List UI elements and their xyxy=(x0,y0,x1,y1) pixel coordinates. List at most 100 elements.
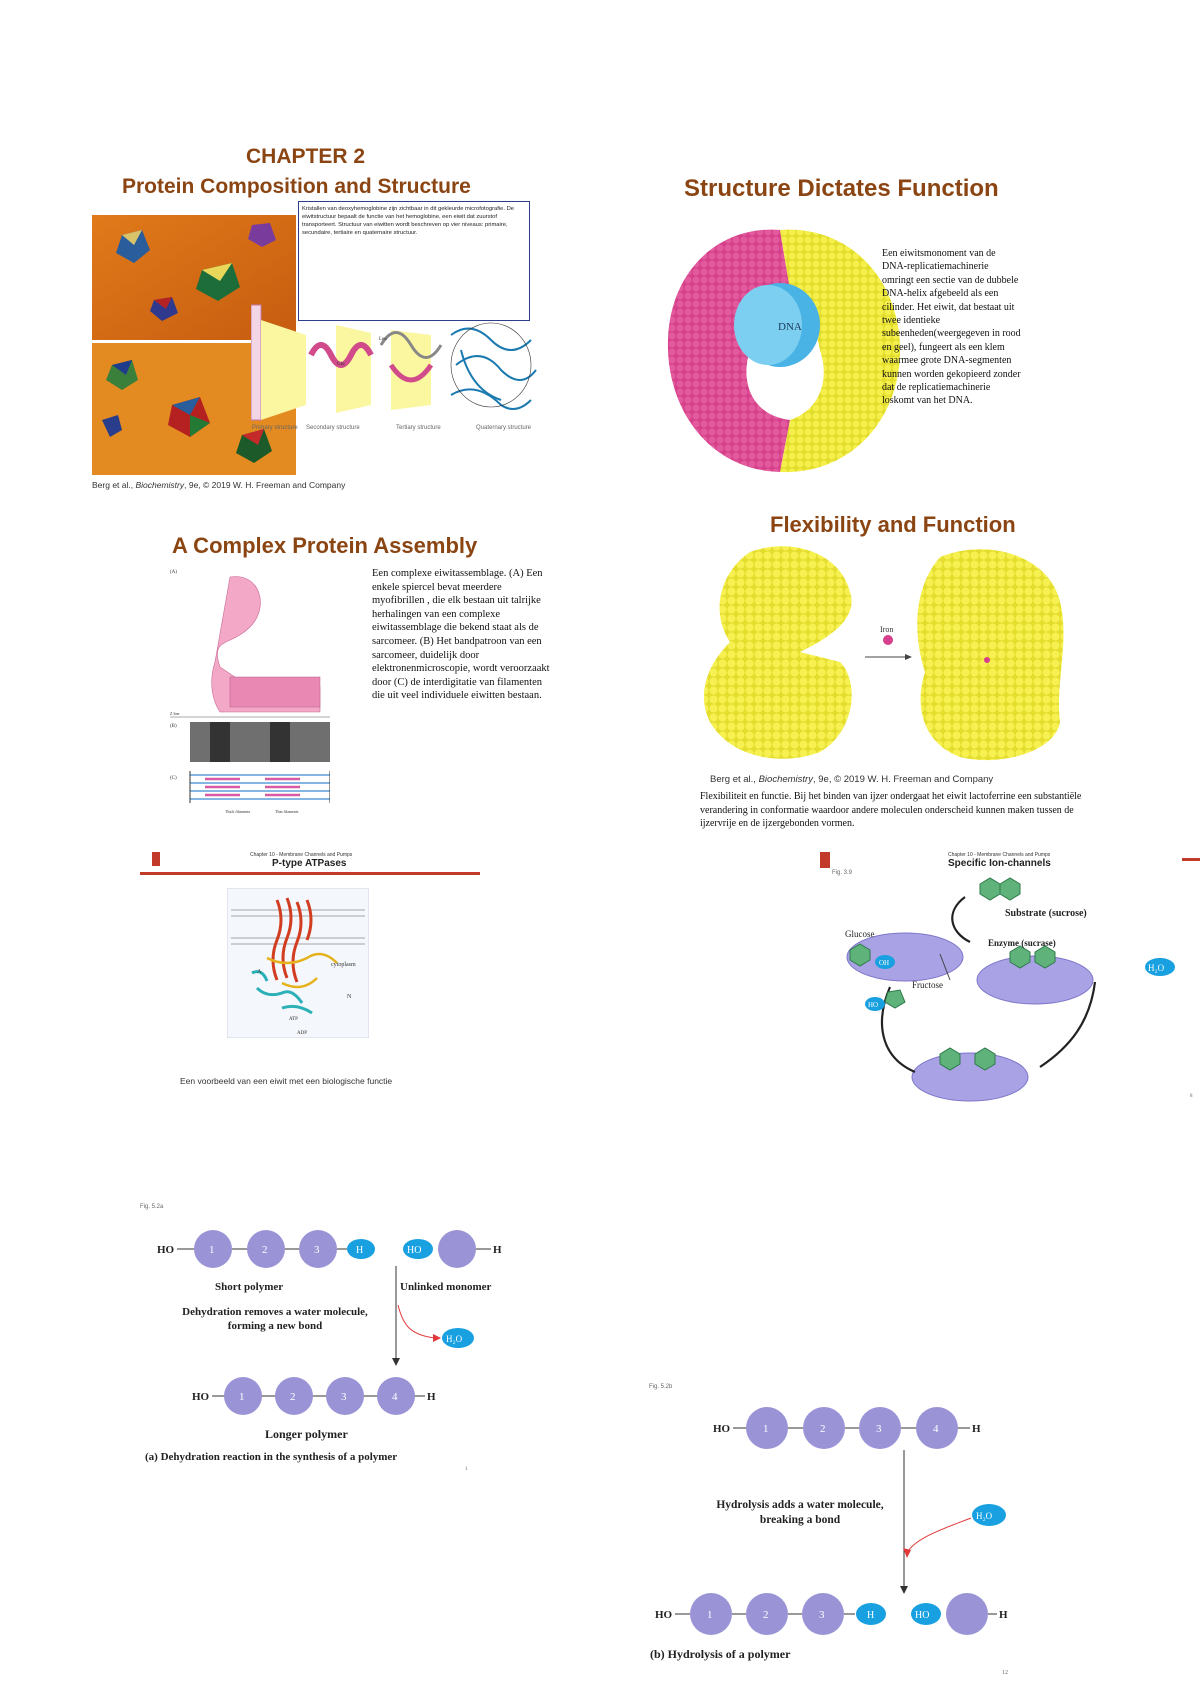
label-primary: Primary structure xyxy=(252,425,298,431)
lm3: 3 xyxy=(876,1423,882,1435)
h-long: H xyxy=(427,1391,436,1403)
slide-specific-ion-channels: Chapter 10 - Membrane Channels and Pumps… xyxy=(820,852,1200,1122)
ho-unlinked: HO xyxy=(407,1245,421,1256)
description-text: Een complexe eiwitassemblage. (A) Een en… xyxy=(372,568,550,702)
slide-title: Specific Ion-channels xyxy=(948,858,1051,869)
panel-c: (C) xyxy=(170,776,177,781)
lm1: 1 xyxy=(239,1391,245,1403)
dna-label: DNA xyxy=(778,321,802,333)
h-short: H xyxy=(356,1245,363,1256)
slide-p-type-atpases: Chapter 10 - Membrane Channels and Pumps… xyxy=(140,848,480,1088)
caption: (b) Hydrolysis of a polymer xyxy=(650,1647,791,1661)
fig-label: Fig. 5.2b xyxy=(649,1384,673,1390)
dehydration-diagram: HO 1 2 3 H HO H Short polymer Unlinked m… xyxy=(145,1230,502,1472)
residue-leu: Leu xyxy=(379,337,387,342)
hydrolysis-text: Hydrolysis adds a water molecule, breaki… xyxy=(716,1499,884,1526)
sarcomere-figure: (A) Z line (B) (C) Thick filaments Thin … xyxy=(170,570,330,814)
h-short: H xyxy=(867,1610,874,1621)
page-number: 12 xyxy=(1002,1670,1008,1676)
ho-short: HO xyxy=(157,1244,175,1256)
slide-title: Protein Composition and Structure xyxy=(122,175,471,198)
enzyme-cycle-figure: Substrate (sucrose) Glucose OH Fructose … xyxy=(845,877,1193,1102)
hydrolysis-diagram: HO 1 2 3 4 H Hydrolysis adds a water mol… xyxy=(650,1407,1008,1676)
substrate-label: Substrate (sucrose) xyxy=(1005,908,1087,919)
lm4: 4 xyxy=(933,1423,939,1435)
credit: Berg et al., Biochemistry, 9e, © 2019 W.… xyxy=(710,774,994,785)
atpase-structure: cytoplasm N A ATP ADP xyxy=(227,888,369,1038)
iron-label: Iron xyxy=(880,625,893,634)
fig-label: Fig. 3.9 xyxy=(832,870,853,876)
fructose-label: Fructose xyxy=(912,980,943,990)
lm3: 3 xyxy=(341,1391,347,1403)
crystal-shapes xyxy=(102,223,276,463)
residue-glu: Glu xyxy=(337,362,345,367)
structure-levels-figure: Leu Glu xyxy=(251,304,537,421)
description-box: Kristallen van deoxyhemoglobine zijn zic… xyxy=(298,201,530,321)
lm1: 1 xyxy=(763,1423,769,1435)
header-small: Chapter 10 - Membrane Channels and Pumps xyxy=(250,852,353,858)
label-tertiary: Tertiary structure xyxy=(396,425,441,431)
label-secondary: Secondary structure xyxy=(306,425,360,431)
slide-title: Structure Dictates Function xyxy=(684,175,999,202)
water-label: H₂O xyxy=(976,1511,993,1521)
slide-title: P-type ATPases xyxy=(272,858,347,869)
lm4: 4 xyxy=(392,1391,398,1403)
m2: 2 xyxy=(262,1244,268,1256)
m1: 1 xyxy=(209,1244,215,1256)
label-thin: Thin filaments xyxy=(275,809,299,814)
m1: 1 xyxy=(707,1609,713,1621)
ho-label: HO xyxy=(868,1001,878,1009)
title-rule xyxy=(140,872,480,875)
h-unlinked: H xyxy=(493,1244,502,1256)
lm2: 2 xyxy=(290,1391,296,1403)
red-corner-mark xyxy=(820,852,830,868)
chapter-heading: CHAPTER 2 xyxy=(246,145,366,168)
m3: 3 xyxy=(314,1244,320,1256)
page-number: 8 xyxy=(1190,1094,1193,1099)
fig-label: Fig. 5.2a xyxy=(140,1204,164,1210)
ho-long: HO xyxy=(192,1391,210,1403)
label-quaternary: Quaternary structure xyxy=(476,425,532,431)
unlinked-monomer-label: Unlinked monomer xyxy=(400,1281,491,1293)
ho-unlinked: HO xyxy=(915,1610,929,1621)
panel-b: (B) xyxy=(170,724,177,729)
oh-label: OH xyxy=(879,959,889,967)
water-label: H₂O xyxy=(1148,963,1165,973)
description-text: Een eiwitsmonoment van de DNA-replicatie… xyxy=(882,248,1021,407)
description-text: Flexibiliteit en functie. Bij het binden… xyxy=(700,791,1082,830)
slide-complex-assembly: A Complex Protein Assembly (A) Z line (B… xyxy=(150,525,570,830)
slide-flexibility-function: Flexibility and Function Iron Berg et al… xyxy=(690,512,1110,842)
m2: 2 xyxy=(763,1609,769,1621)
enzyme-label: Enzyme (sucrase) xyxy=(988,938,1056,948)
header-small: Chapter 10 - Membrane Channels and Pumps xyxy=(948,852,1051,858)
ho-long: HO xyxy=(713,1423,731,1435)
edge-rule xyxy=(1182,858,1200,861)
label-a: A xyxy=(257,969,262,975)
caption: (a) Dehydration reaction in the synthesi… xyxy=(145,1451,397,1463)
h-unlinked: H xyxy=(999,1609,1008,1621)
slide-protein-composition: CHAPTER 2 Protein Composition and Struct… xyxy=(86,135,546,495)
red-corner-mark xyxy=(152,852,160,866)
dehydration-text: Dehydration removes a water molecule, fo… xyxy=(182,1306,368,1332)
svg-text:Z line: Z line xyxy=(170,711,180,716)
cytoplasm-label: cytoplasm xyxy=(331,962,356,968)
label-atp: ATP xyxy=(289,1017,298,1022)
description-text: Kristallen van deoxyhemoglobine zijn zic… xyxy=(302,206,515,236)
page-number: 1 xyxy=(465,1467,468,1472)
slide-dehydration: Fig. 5.2a HO 1 2 3 H HO H Short polymer … xyxy=(135,1200,535,1500)
ho-short: HO xyxy=(655,1609,673,1621)
h-long: H xyxy=(972,1423,981,1435)
lm2: 2 xyxy=(820,1423,826,1435)
short-polymer-label: Short polymer xyxy=(215,1281,283,1293)
slide-title: Flexibility and Function xyxy=(770,512,1016,537)
water-label: H₂O xyxy=(446,1334,463,1344)
glucose-label: Glucose xyxy=(845,929,875,939)
label-thick: Thick filaments xyxy=(225,809,251,814)
slide-title: A Complex Protein Assembly xyxy=(172,533,478,558)
dna-clamp-figure: DNA xyxy=(667,229,900,473)
slide-hydrolysis: Fig. 5.2b HO 1 2 3 4 H Hydrolysis adds a… xyxy=(645,1378,1045,1698)
lactoferrin-figure: Iron xyxy=(703,546,1064,761)
m3: 3 xyxy=(819,1609,825,1621)
longer-polymer-label: Longer polymer xyxy=(265,1427,348,1441)
credit: Berg et al., Biochemistry, 9e, © 2019 W.… xyxy=(92,480,346,490)
